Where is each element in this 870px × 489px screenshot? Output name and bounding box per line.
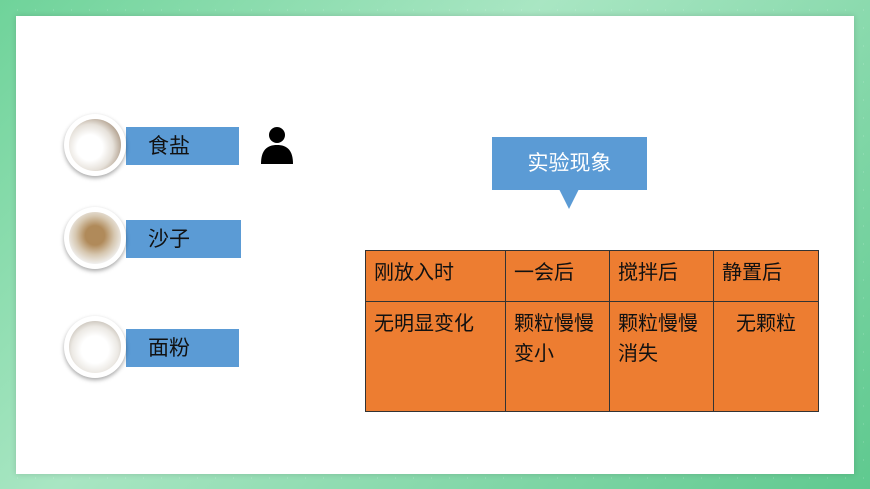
- table-header-cell: 刚放入时: [365, 250, 506, 302]
- sand-image: [64, 207, 126, 269]
- item-label-salt: 食盐: [126, 127, 239, 165]
- table-header-cell: 一会后: [505, 250, 610, 302]
- table-cell: 无明显变化: [365, 301, 506, 412]
- table-header-cell: 静置后: [713, 250, 819, 302]
- person-icon: [261, 127, 293, 164]
- observation-table: 刚放入时 一会后 搅拌后 静置后 无明显变化 颗粒慢慢变小 颗粒慢慢消失 无颗粒: [365, 250, 819, 412]
- salt-image: [64, 114, 126, 176]
- table-header-row: 刚放入时 一会后 搅拌后 静置后: [365, 250, 819, 302]
- flour-image: [64, 316, 126, 378]
- table-cell: 无颗粒: [713, 301, 819, 412]
- table-cell: 颗粒慢慢消失: [609, 301, 714, 412]
- item-label-flour: 面粉: [126, 329, 239, 367]
- table-header-cell: 搅拌后: [609, 250, 714, 302]
- table-row: 无明显变化 颗粒慢慢变小 颗粒慢慢消失 无颗粒: [365, 301, 819, 412]
- callout-title: 实验现象: [492, 137, 647, 190]
- table-cell: 颗粒慢慢变小: [505, 301, 610, 412]
- callout-pointer: [559, 189, 579, 209]
- item-label-sand: 沙子: [126, 220, 241, 258]
